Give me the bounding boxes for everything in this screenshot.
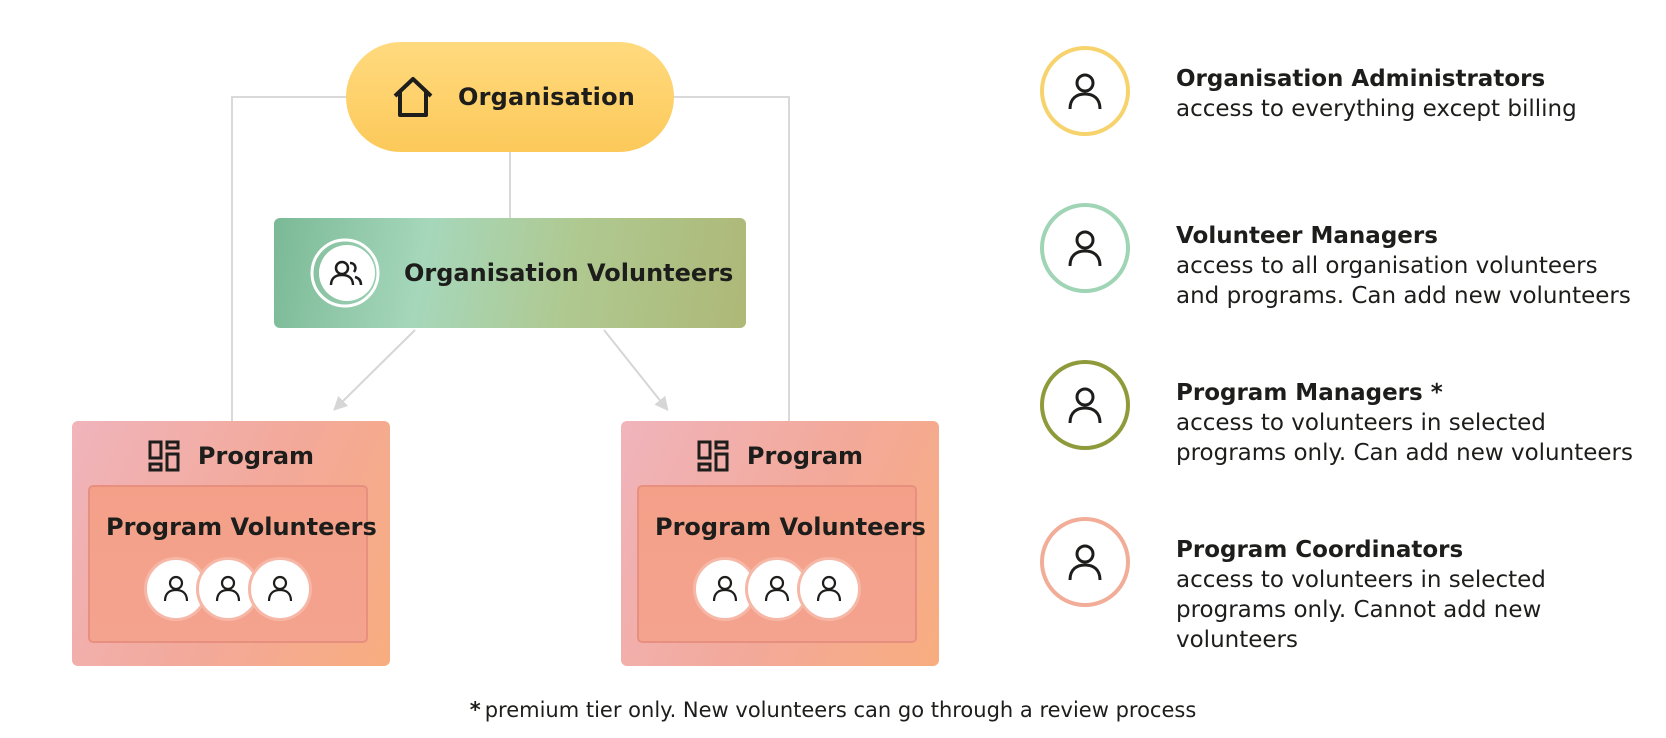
program-label: Program [746,442,864,470]
arrow-to-right-program [603,329,669,412]
organisation-volunteers-label: Organisation Volunteers [404,259,734,287]
program-volunteers-label: Program Volunteers [106,513,377,541]
legend-description: access to everything except billing [1176,96,1577,122]
user-icon [816,575,842,602]
legend-title: Program Coordinators [1176,537,1464,563]
legend-text: Organisation Administrators access to ev… [1176,64,1646,124]
program-volunteers-label: Program Volunteers [655,513,926,541]
program-volunteers-box: Program Volunteers [88,485,377,643]
program-node: Program Program Volunteers [72,421,390,666]
role-badge [1040,203,1130,293]
footnote-asterisk: * [469,698,481,722]
organisation-node: Organisation [346,42,674,152]
legend-text: Program Managers * access to volunteers … [1176,378,1646,468]
volunteer-avatar [797,557,861,621]
user-icon [712,575,738,602]
footnote-text: premium tier only. New volunteers can go… [484,698,1197,722]
program-volunteers-box: Program Volunteers [637,485,926,643]
grid-icon [697,440,729,472]
grid-icon [148,440,180,472]
organisation-volunteers-node: Organisation Volunteers [274,218,746,328]
footnote: *premium tier only. New volunteers can g… [0,698,1666,722]
user-icon [1068,73,1102,110]
user-icon [764,575,790,602]
legend-description: access to all organisation volunteers an… [1176,253,1631,309]
role-badge [1040,517,1130,607]
volunteer-avatar [745,557,809,621]
legend-text: Program Coordinators access to volunteer… [1176,535,1646,655]
legend-text: Volunteer Managers access to all organis… [1176,221,1646,311]
legend-description: access to volunteers in selected program… [1176,567,1546,653]
users-icon [310,238,380,308]
program-header: Program [621,439,939,473]
role-badge [1040,360,1130,450]
connector-org-to-left-program [231,96,350,421]
volunteer-avatars [639,557,915,621]
legend-title: Volunteer Managers [1176,223,1438,249]
program-header: Program [72,439,390,473]
program-label: Program [197,442,315,470]
legend-description: access to volunteers in selected program… [1176,410,1633,466]
user-icon [1068,230,1102,267]
program-node: Program Program Volunteers [621,421,939,666]
home-icon [390,74,436,120]
legend-title: Program Managers * [1176,380,1443,406]
arrow-to-left-program [333,329,416,411]
user-icon [1068,544,1102,581]
volunteer-avatar [248,557,312,621]
user-icon [215,575,241,602]
role-badge [1040,46,1130,136]
organisation-label: Organisation [458,83,636,111]
volunteer-avatars [90,557,366,621]
volunteer-avatar [196,557,260,621]
user-icon [1068,387,1102,424]
user-icon [163,575,189,602]
legend-title: Organisation Administrators [1176,66,1546,92]
user-icon [267,575,293,602]
connector-org-to-right-program [670,96,790,421]
